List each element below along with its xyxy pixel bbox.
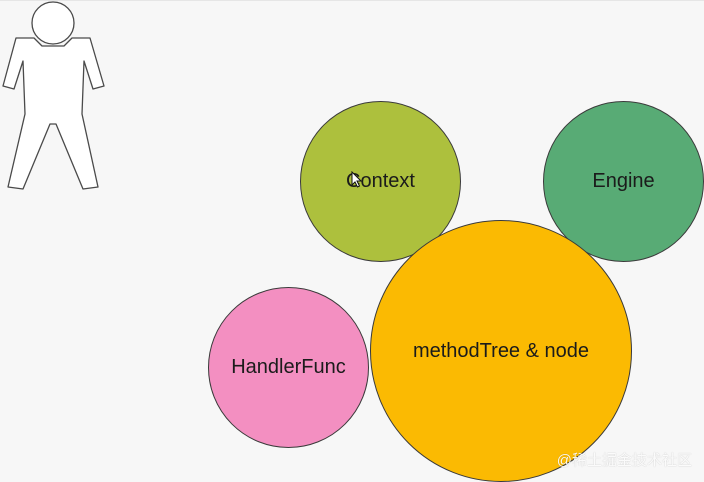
mouse-pointer-icon (351, 171, 362, 188)
engine-node: Engine (543, 101, 704, 262)
method-tree-node: methodTree & node (370, 220, 632, 482)
context-node: Context (300, 101, 461, 262)
top-border (0, 0, 704, 1)
person-outline-icon (2, 1, 105, 190)
watermark-text: @稀土掘金技术社区 (556, 452, 692, 469)
context-label: Context (346, 170, 415, 192)
method-tree-label: methodTree & node (412, 339, 590, 362)
handler-func-label: HandlerFunc (231, 356, 346, 378)
handler-func-node: HandlerFunc (208, 287, 369, 448)
engine-label: Engine (592, 170, 655, 192)
